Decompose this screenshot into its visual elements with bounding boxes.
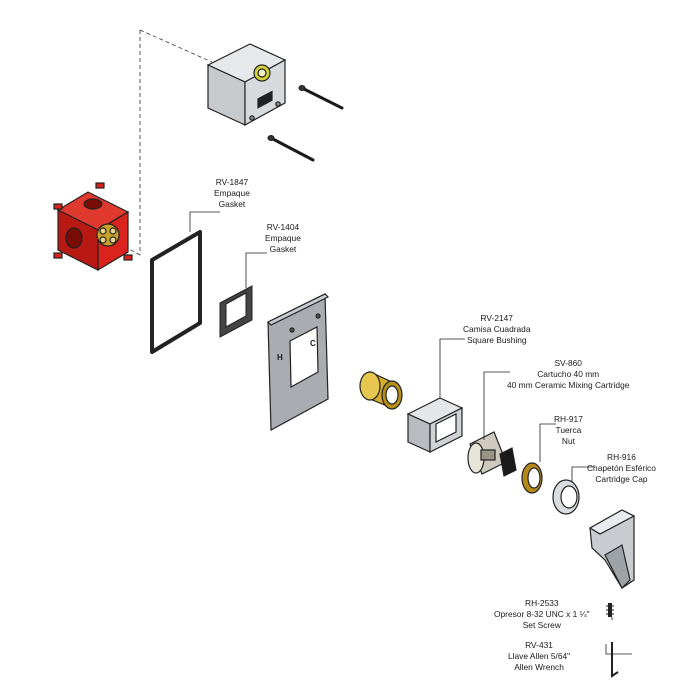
part-code: RH-2533 <box>525 598 559 608</box>
part-name-es: Empaque <box>265 233 301 243</box>
callout-set-screw: RH-2533 Opresor 8-32 UNC x 1 ¼" Set Scre… <box>494 598 590 631</box>
brass-sleeve <box>359 371 403 410</box>
part-name-es: Cartucho 40 mm <box>537 369 600 379</box>
callout-gasket-small: RV-1404 Empaque Gasket <box>265 222 301 255</box>
trim-plate <box>266 293 330 431</box>
valve-body <box>53 182 133 272</box>
callout-cartridge: SV-860 Cartucho 40 mm 40 mm Ceramic Mixi… <box>507 358 629 391</box>
part-code: RV-1404 <box>266 222 300 232</box>
cartridge <box>467 431 517 477</box>
callout-cartridge-cap: RH-916 Chapetón Esférico Cartridge Cap <box>587 452 656 485</box>
callout-square-bushing: RV-2147 Camisa Cuadrada Square Bushing <box>463 313 531 346</box>
handle-lever <box>588 509 636 590</box>
plate-mark-right: C <box>310 339 316 348</box>
callout-allen-wrench: RV-431 Llave Allen 5/64" Allen Wrench <box>508 640 570 673</box>
part-name-es: Empaque <box>214 188 250 198</box>
part-name-en: Set Screw <box>522 620 561 630</box>
part-name-es: Camisa Cuadrada <box>463 324 531 334</box>
part-code: RH-916 <box>607 452 636 462</box>
plate-mark-left: H <box>277 353 283 362</box>
part-code: SV-860 <box>554 358 582 368</box>
part-code: RV-2147 <box>480 313 513 323</box>
set-screw <box>606 603 614 617</box>
part-name-en: Square Bushing <box>466 335 527 345</box>
part-code: RH-917 <box>554 414 583 424</box>
allen-wrench <box>611 642 619 678</box>
part-name-es: Opresor 8-32 UNC x 1 ¼" <box>494 609 590 619</box>
cartridge-cap <box>552 479 580 515</box>
gasket-large <box>150 230 202 354</box>
part-code: RV-431 <box>525 640 553 650</box>
long-screws <box>267 85 344 162</box>
part-name-en: Nut <box>561 436 575 446</box>
square-bushing <box>406 397 464 453</box>
part-name-en: Gasket <box>269 244 297 254</box>
part-name-en: Cartridge Cap <box>595 474 648 484</box>
gasket-small <box>219 285 253 338</box>
part-name-es: Tuerca <box>555 425 582 435</box>
part-name-en: Allen Wrench <box>514 662 564 672</box>
leader-lines <box>189 211 632 655</box>
nut <box>521 462 543 494</box>
part-name-es: Chapetón Esférico <box>587 463 656 473</box>
part-name-en: 40 mm Ceramic Mixing Cartridge <box>507 380 630 390</box>
housing-box <box>206 43 287 127</box>
part-name-en: Gasket <box>218 199 246 209</box>
callout-gasket-large: RV-1847 Empaque Gasket <box>214 177 250 210</box>
part-name-es: Llave Allen 5/64" <box>508 651 571 661</box>
part-code: RV-1847 <box>215 177 249 187</box>
callout-nut: RH-917 Tuerca Nut <box>554 414 583 447</box>
